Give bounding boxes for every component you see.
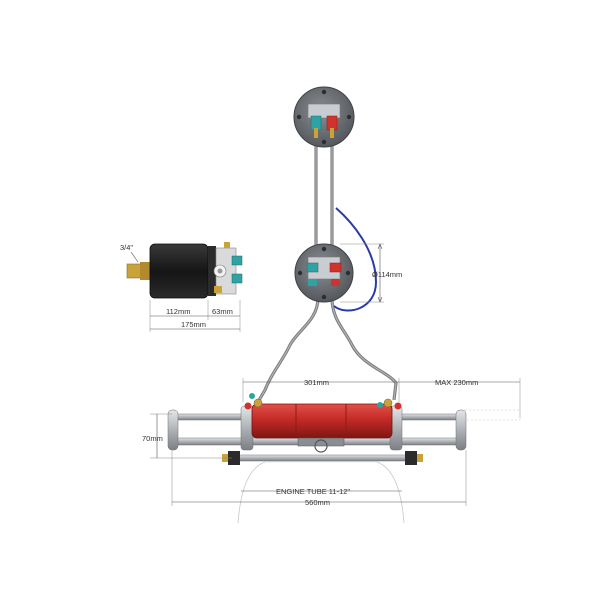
engine-tube-label: ENGINE TUBE 11-12" <box>276 487 350 496</box>
height-label: 70mm <box>142 434 163 443</box>
max-offset-label: MAX 230mm <box>435 378 478 387</box>
helm-fitting-label: 63mm <box>212 307 233 316</box>
helm-dimensions: 3/4" 112mm 63mm 175mm <box>120 243 241 332</box>
helm-total-label: 175mm <box>181 320 206 329</box>
diameter-label: Ø114mm <box>372 270 402 279</box>
diameter-dimension: Ø114mm <box>340 243 402 303</box>
stroke-label: 301mm <box>304 378 329 387</box>
cylinder-assembly <box>167 393 467 465</box>
engine-tube-outline <box>237 461 405 524</box>
return-line <box>333 207 378 312</box>
helm-body-label: 112mm <box>166 307 190 316</box>
overall-width-label: 560mm <box>305 498 330 507</box>
middle-mount-plate <box>294 243 354 303</box>
helm-pump <box>126 242 243 299</box>
cylinder-dimensions: 301mm MAX 230mm 70mm ENGINE TUBE 11-12" … <box>142 378 521 507</box>
pipe-size-label: 3/4" <box>120 243 133 252</box>
top-mount-plate <box>293 86 355 148</box>
hydraulic-hoses <box>256 138 398 403</box>
